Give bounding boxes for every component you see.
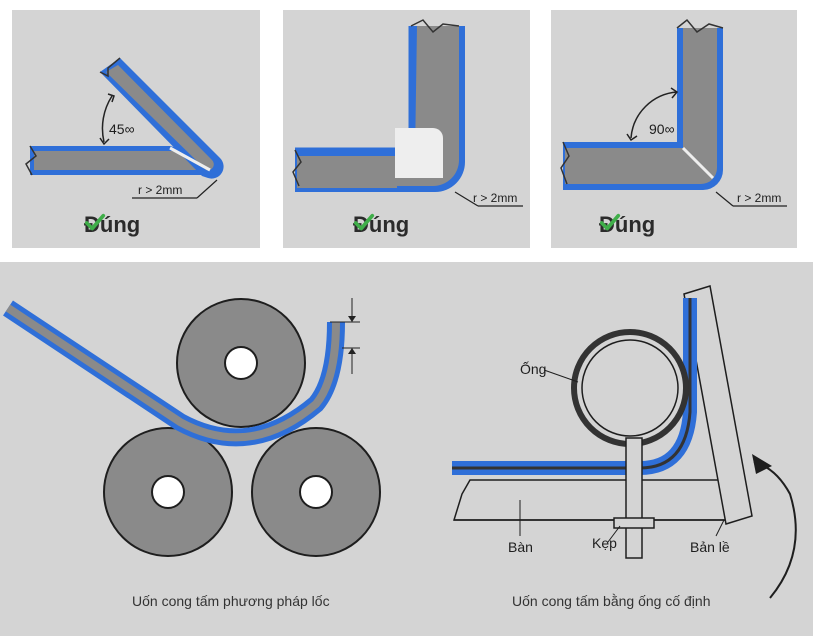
table-label: Bàn xyxy=(508,539,533,555)
check-icon xyxy=(84,213,106,231)
radius-label: r > 2mm xyxy=(473,191,517,205)
radius-label: r > 2mm xyxy=(138,183,182,197)
roll-bending-caption: Uốn cong tấm phương pháp lốc xyxy=(132,593,330,609)
clamp-label: Kẹp xyxy=(592,535,617,551)
verdict: Đúng xyxy=(599,212,655,238)
check-icon xyxy=(599,213,621,231)
bend-45-diagram: 45∞ r > 2mm xyxy=(25,57,224,199)
hinge-label: Bản lề xyxy=(690,539,730,555)
verdict: Đúng xyxy=(84,212,140,238)
angle-label: 45∞ xyxy=(109,121,135,137)
pipe-label: Ống xyxy=(520,360,546,377)
panel-bend-45: 45∞ r > 2mm Đúng xyxy=(12,10,260,248)
curved-arrow-icon xyxy=(753,461,797,599)
bend-90-diagram: 90∞ r > 2mm xyxy=(560,18,787,207)
roll-bending-figure xyxy=(3,298,381,557)
panel-bend-90: 90∞ r > 2mm Đúng xyxy=(551,10,797,248)
pipe-bending-caption: Uốn cong tấm bằng ống cố định xyxy=(512,593,711,609)
panel-bending-methods: Ống Bàn Kẹp Bản lề Uốn cong tấm phương p… xyxy=(0,262,813,636)
radius-label: r > 2mm xyxy=(737,191,781,205)
pipe-bending-figure xyxy=(452,285,797,599)
bend-relief-diagram: r > 2mm xyxy=(292,19,523,207)
panel-bend-relief: r > 2mm Đúng xyxy=(283,10,530,248)
angle-label: 90∞ xyxy=(649,121,675,137)
bending-methods-diagram: Ống Bàn Kẹp Bản lề xyxy=(3,285,797,599)
check-icon xyxy=(353,213,375,231)
verdict: Đúng xyxy=(353,212,409,238)
